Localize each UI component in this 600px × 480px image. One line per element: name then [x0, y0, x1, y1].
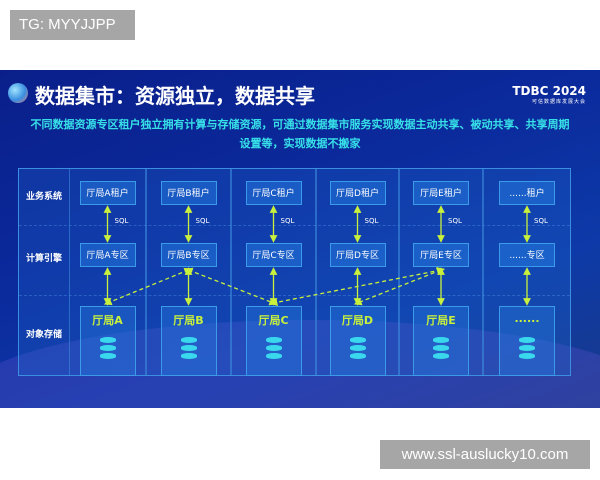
subtitle-line-2: 设置等，实现数据不搬家	[239, 137, 361, 150]
sql-label: SQL	[280, 217, 295, 225]
watermark-label-bottom: www.ssl-auslucky10.com	[380, 440, 590, 469]
tenant-box: 厅局E租户	[413, 181, 469, 205]
database-icon	[349, 337, 366, 361]
sql-label: SQL	[448, 217, 462, 225]
tenant-box: 厅局C租户	[245, 181, 302, 205]
storage-box: 厅局E	[413, 306, 469, 376]
row-label-business: 业务系统	[25, 192, 62, 202]
sql-label: SQL	[114, 217, 129, 225]
zone-box: ......专区	[499, 243, 555, 267]
zone-box: 厅局B专区	[160, 243, 217, 267]
storage-name: ......	[514, 312, 540, 325]
storage-name: 厅局E	[426, 314, 456, 327]
storage-name: 厅局A	[92, 314, 123, 327]
row-divider	[19, 225, 570, 226]
storage-box: 厅局C	[245, 306, 302, 376]
share-arrow	[184, 267, 278, 306]
storage-box: 厅局A	[79, 306, 136, 376]
storage-name: 厅局B	[173, 314, 204, 327]
zone-box: 厅局D专区	[329, 243, 386, 267]
row-label-storage: 对象存储	[25, 330, 62, 340]
tenant-box: ......租户	[499, 181, 555, 205]
database-icon	[433, 337, 449, 361]
architecture-diagram: 业务系统 计算引擎 对象存储 厅局A租户厅局A专区厅局A SQL 厅局B租户厅局B专…	[18, 168, 571, 376]
storage-name: 厅局C	[258, 314, 289, 327]
storage-box: ......	[499, 306, 555, 376]
zone-box: 厅局A专区	[79, 243, 136, 267]
slide-title: 数据集市：资源独立，数据共享	[35, 84, 315, 108]
share-arrow	[353, 267, 445, 306]
column	[483, 169, 571, 375]
database-icon	[519, 337, 535, 361]
row-label-compute: 计算引擎	[25, 254, 62, 264]
tenant-box: 厅局D租户	[329, 181, 386, 205]
zone-box: 厅局E专区	[413, 243, 469, 267]
database-icon	[99, 337, 116, 361]
tenant-box: 厅局B租户	[160, 181, 217, 205]
share-arrow	[103, 267, 193, 306]
logo-icon	[8, 83, 28, 103]
sql-label: SQL	[364, 217, 379, 225]
subtitle-line-1: 不同数据资源专区租户独立拥有计算与存储资源，可通过数据集市服务实现数据主动共享、…	[30, 118, 570, 131]
database-icon	[265, 337, 282, 361]
storage-name: 厅局D	[341, 314, 374, 327]
connector-layer	[103, 205, 531, 307]
sql-label: SQL	[195, 217, 210, 225]
database-icon	[180, 337, 197, 361]
tenant-box: 厅局A租户	[79, 181, 136, 205]
storage-box: 厅局B	[160, 306, 217, 376]
watermark-label-top: TG: MYYJJPP	[10, 10, 135, 40]
storage-box: 厅局D	[329, 306, 386, 376]
zone-box: 厅局C专区	[245, 243, 302, 267]
sql-label: SQL	[534, 217, 548, 225]
